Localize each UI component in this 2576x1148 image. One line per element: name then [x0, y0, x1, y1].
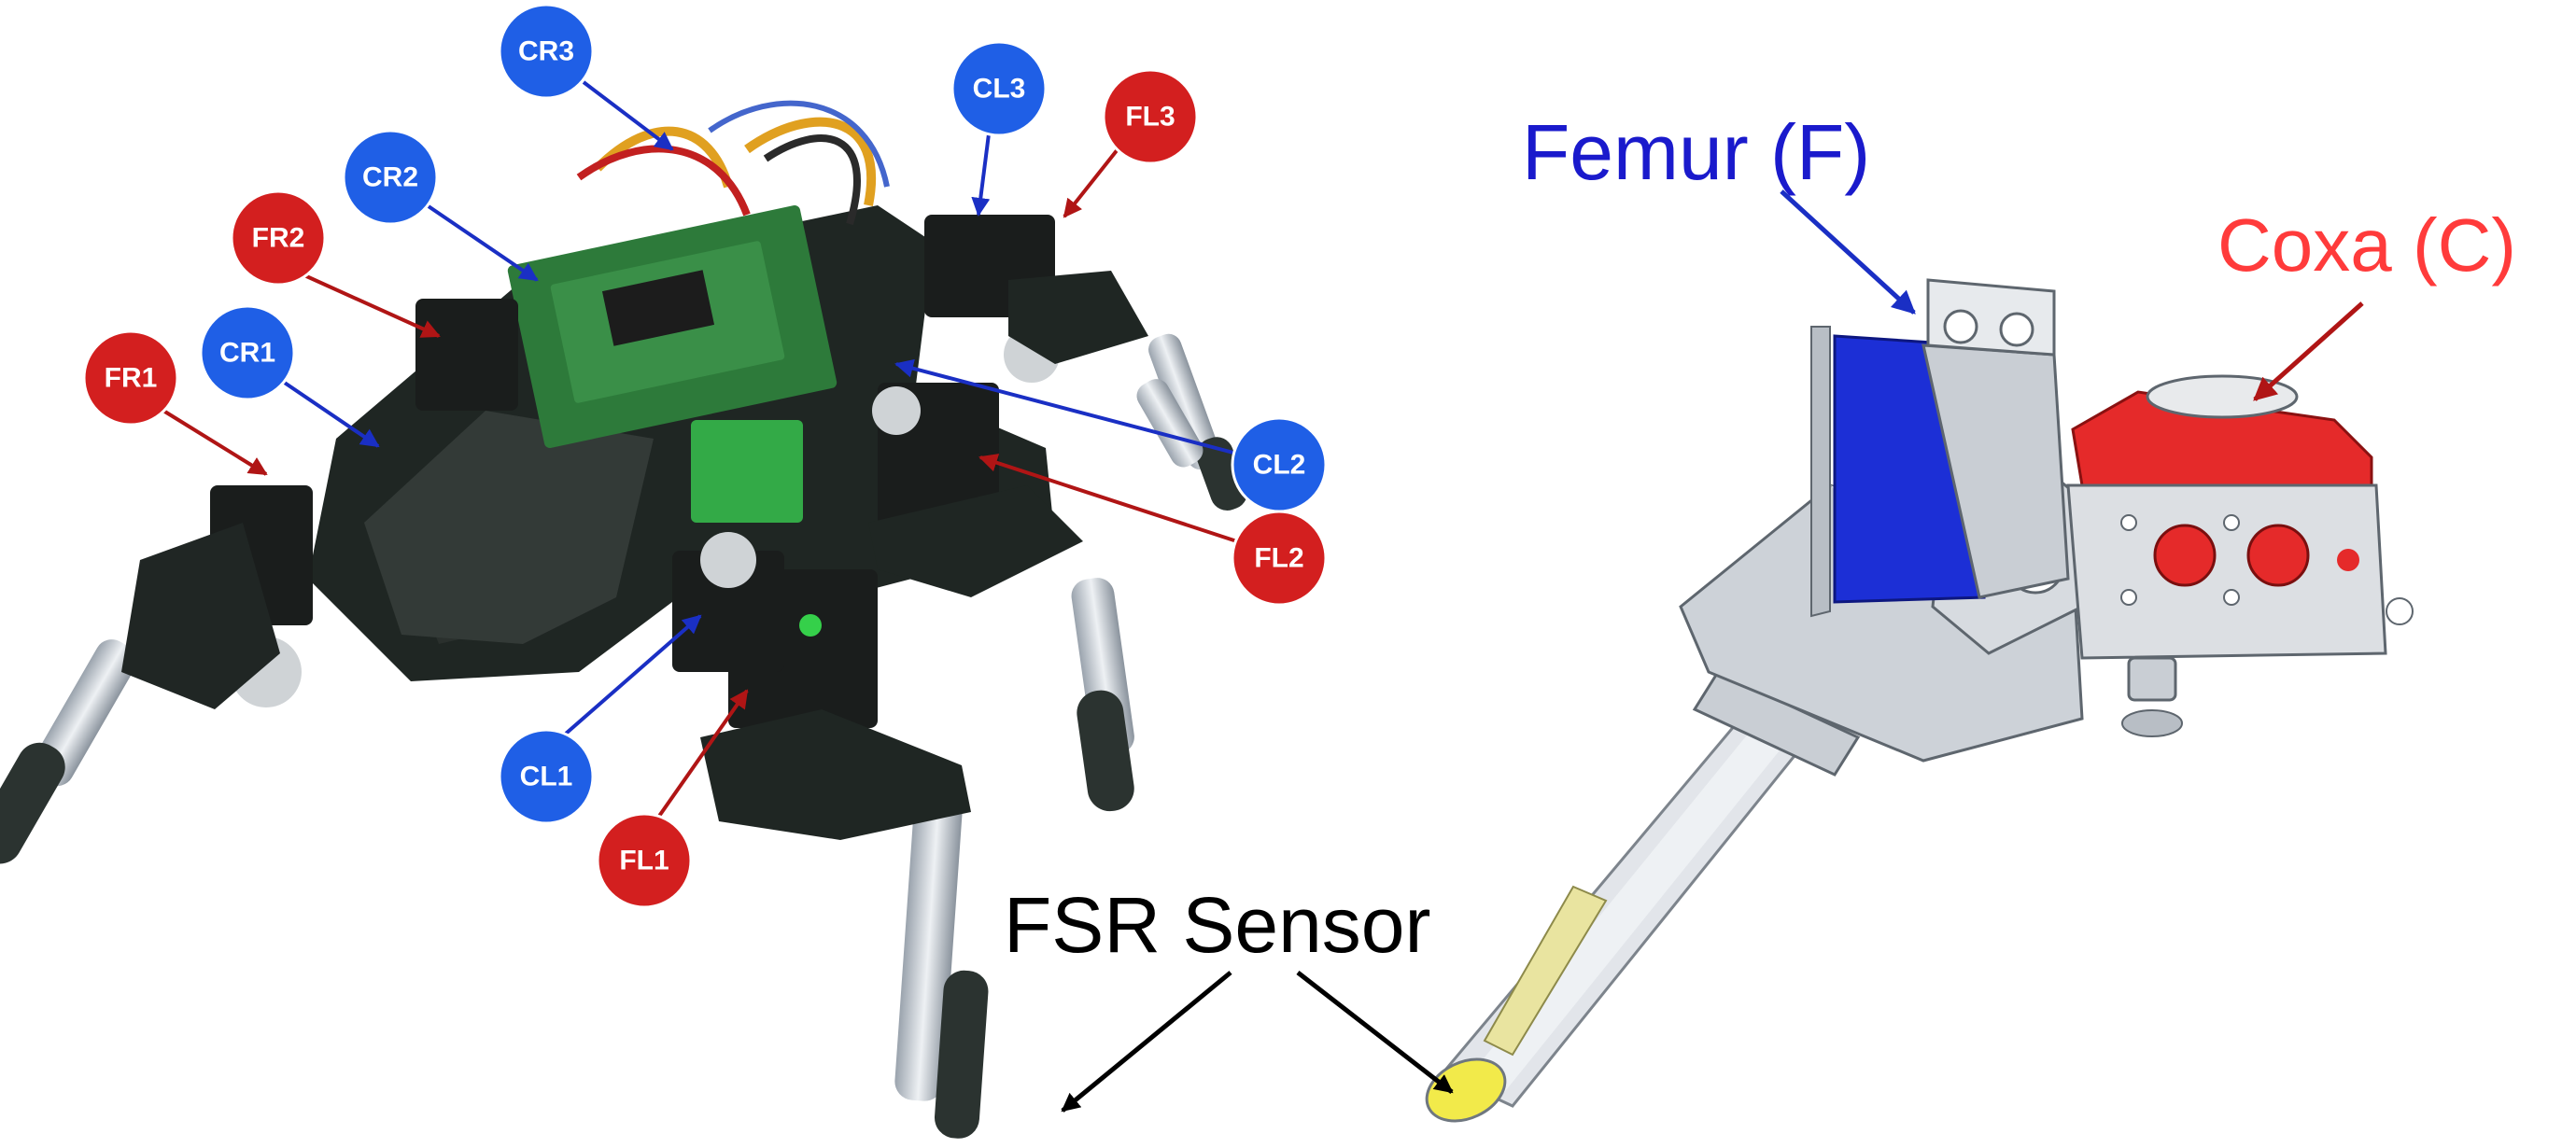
- badge-cr2: CR2: [342, 129, 439, 226]
- badge-fr2-label: FR2: [252, 223, 305, 254]
- femur-label: Femur (F): [1522, 108, 1870, 196]
- cad-leg-rendering: [1425, 278, 2414, 1123]
- callout-arrows: [1061, 189, 2364, 1113]
- badge-fl1-label: FL1: [619, 846, 669, 876]
- badge-cr3-label: CR3: [518, 36, 574, 67]
- hexapod-robot-photo: [0, 100, 1248, 1139]
- badge-fr1-label: FR1: [105, 363, 158, 394]
- badge-cl3-label: CL3: [973, 74, 1026, 105]
- badge-fl2-label: FL2: [1254, 543, 1303, 574]
- badge-fl3-label: FL3: [1125, 102, 1175, 133]
- badge-fl1: FL1: [596, 812, 693, 909]
- badge-arrows: [162, 80, 1252, 833]
- badge-fl2: FL2: [1231, 510, 1328, 607]
- badge-fr1: FR1: [82, 329, 179, 427]
- joint-badges: CR3 CL3 FL3 CR2 FR2 CR1 FR1 CL2: [82, 3, 1328, 909]
- badge-cr2-label: CR2: [362, 162, 418, 193]
- badge-cl1-label: CL1: [520, 762, 573, 792]
- badge-cl1: CL1: [498, 728, 595, 825]
- tibia-tube: [1425, 670, 1861, 1123]
- badge-cl2-label: CL2: [1253, 450, 1306, 481]
- badge-fr2: FR2: [230, 189, 327, 287]
- fsr-sensor-label: FSR Sensor: [1004, 881, 1431, 969]
- badge-cl3: CL3: [950, 40, 1048, 137]
- badge-cr3: CR3: [498, 3, 595, 100]
- badge-fl3: FL3: [1102, 68, 1199, 165]
- badge-cl2: CL2: [1231, 416, 1328, 513]
- badge-cr1: CR1: [199, 304, 296, 401]
- coxa-label: Coxa (C): [2217, 203, 2516, 287]
- badge-cr1-label: CR1: [219, 338, 275, 369]
